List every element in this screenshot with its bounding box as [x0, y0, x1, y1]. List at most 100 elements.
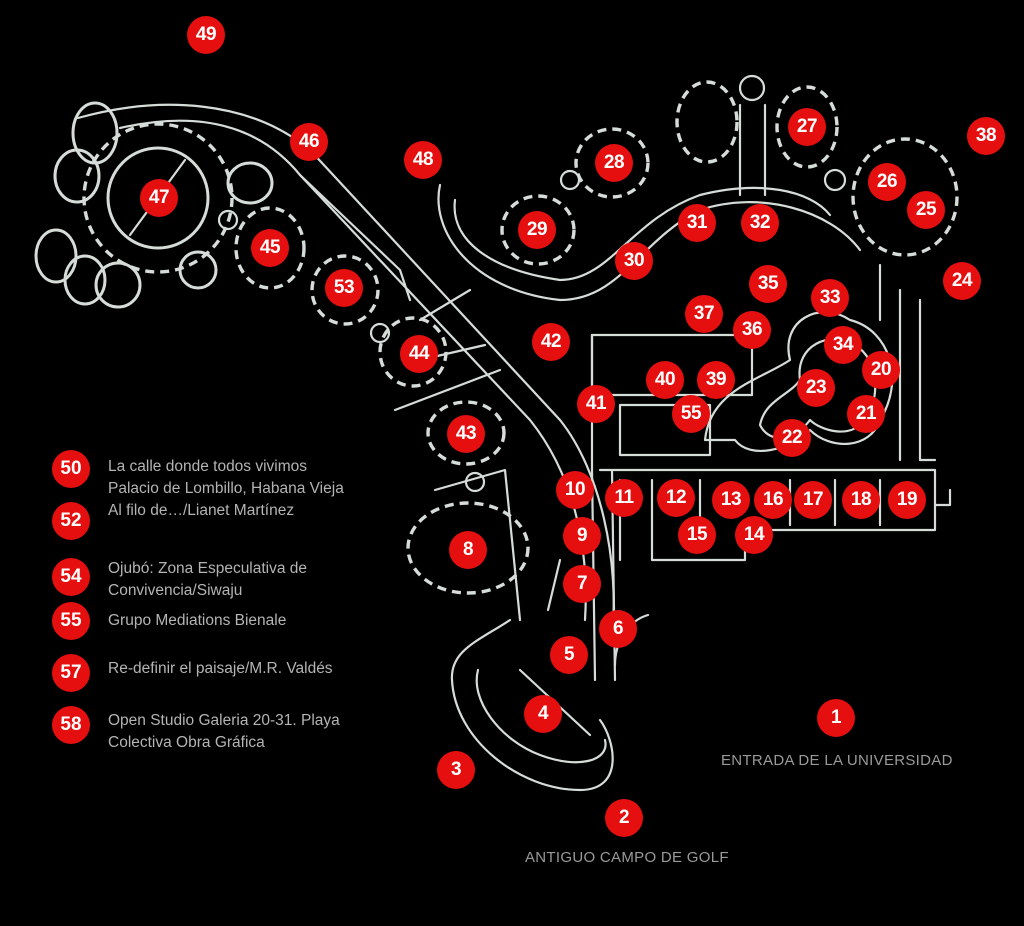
marker-20[interactable]: 20 [862, 351, 900, 389]
north-arc-outer [437, 183, 862, 302]
marker-29[interactable]: 29 [518, 211, 556, 249]
pod [34, 228, 78, 284]
marker-25[interactable]: 25 [907, 191, 945, 229]
marker-18[interactable]: 18 [842, 481, 880, 519]
marker-1[interactable]: 1 [817, 699, 855, 737]
marker-5[interactable]: 5 [550, 636, 588, 674]
pod [675, 80, 739, 164]
marker-34[interactable]: 34 [824, 326, 862, 364]
legend-item-57[interactable]: 57 Re-definir el paisaje/M.R. Valdés [52, 654, 333, 692]
pod [63, 254, 107, 306]
west-corridor-branch [298, 173, 522, 622]
legend-marker: 57 [52, 654, 90, 692]
marker-41[interactable]: 41 [577, 385, 615, 423]
marker-13[interactable]: 13 [712, 481, 750, 519]
ring-47-outer [82, 122, 234, 274]
marker-47[interactable]: 47 [140, 179, 178, 217]
marker-7[interactable]: 7 [563, 565, 601, 603]
pod-27 [775, 85, 839, 169]
pod [178, 250, 218, 290]
legend-line: Palacio de Lombillo, Habana Vieja [108, 480, 344, 497]
pod-28 [574, 127, 650, 199]
legend-line: La calle donde todos vivimos [108, 458, 308, 475]
pod-44 [378, 316, 448, 388]
marker-26[interactable]: 26 [868, 163, 906, 201]
marker-46[interactable]: 46 [290, 123, 328, 161]
ring-47-inner [106, 146, 210, 250]
marker-49[interactable]: 49 [187, 16, 225, 54]
marker-12[interactable]: 12 [657, 479, 695, 517]
legend-marker: 54 [52, 558, 90, 596]
marker-44[interactable]: 44 [400, 335, 438, 373]
marker-42[interactable]: 42 [532, 323, 570, 361]
marker-39[interactable]: 39 [697, 361, 735, 399]
marker-17[interactable]: 17 [794, 481, 832, 519]
marker-40[interactable]: 40 [646, 361, 684, 399]
west-corridor-outer [76, 103, 615, 642]
marker-28[interactable]: 28 [595, 144, 633, 182]
marker-9[interactable]: 9 [563, 517, 601, 555]
marker-35[interactable]: 35 [749, 265, 787, 303]
legend-item-52[interactable]: 52 Al filo de…/Lianet Martínez [52, 502, 294, 540]
marker-36[interactable]: 36 [733, 311, 771, 349]
connector [559, 169, 581, 191]
marker-6[interactable]: 6 [599, 610, 637, 648]
entrance-label: ENTRADA DE LA UNIVERSIDAD [721, 752, 953, 769]
legend-item-58[interactable]: 58 Open Studio Galeria 20-31. Playa Cole… [52, 706, 340, 754]
connector [738, 74, 766, 102]
marker-38[interactable]: 38 [967, 117, 1005, 155]
marker-33[interactable]: 33 [811, 279, 849, 317]
pod-43 [426, 400, 506, 466]
pod [94, 261, 142, 309]
marker-16[interactable]: 16 [754, 481, 792, 519]
marker-27[interactable]: 27 [788, 108, 826, 146]
marker-24[interactable]: 24 [943, 262, 981, 300]
legend-item-55[interactable]: 55 Grupo Mediations Bienale [52, 602, 286, 640]
legend-line: Al filo de…/Lianet Martínez [108, 502, 295, 519]
marker-55[interactable]: 55 [672, 395, 710, 433]
marker-22[interactable]: 22 [773, 419, 811, 457]
marker-23[interactable]: 23 [797, 369, 835, 407]
marker-21[interactable]: 21 [847, 395, 885, 433]
marker-31[interactable]: 31 [678, 204, 716, 242]
marker-10[interactable]: 10 [556, 471, 594, 509]
legend-line: Convivencia/Siwaju [108, 582, 243, 599]
marker-11[interactable]: 11 [605, 479, 643, 517]
marker-37[interactable]: 37 [685, 295, 723, 333]
marker-3[interactable]: 3 [437, 751, 475, 789]
legend-text: Open Studio Galeria 20-31. Playa Colecti… [108, 710, 340, 754]
pod [53, 148, 101, 204]
legend-item-50[interactable]: 50 La calle donde todos vivimos Palacio … [52, 450, 344, 500]
legend-marker: 58 [52, 706, 90, 744]
marker-4[interactable]: 4 [524, 695, 562, 733]
marker-30[interactable]: 30 [615, 242, 653, 280]
marker-32[interactable]: 32 [741, 204, 779, 242]
pod [71, 101, 119, 165]
marker-15[interactable]: 15 [678, 516, 716, 554]
marker-8[interactable]: 8 [449, 531, 487, 569]
legend-line: Open Studio Galeria 20-31. Playa [108, 712, 340, 729]
south-foot-outer [450, 618, 614, 792]
legend-line: Ojubó: Zona Especulativa de [108, 560, 308, 577]
pod-8 [406, 501, 530, 595]
legend-text: Ojubó: Zona Especulativa de Convivencia/… [108, 558, 307, 602]
legend-text: Re-definir el paisaje/M.R. Valdés [108, 658, 333, 680]
pod-29 [500, 194, 576, 266]
pod-53 [310, 254, 380, 326]
legend-line: Re-definir el paisaje/M.R. Valdés [108, 660, 333, 677]
marker-43[interactable]: 43 [447, 415, 485, 453]
connector [369, 322, 391, 344]
marker-53[interactable]: 53 [325, 269, 363, 307]
marker-19[interactable]: 19 [888, 481, 926, 519]
marker-2[interactable]: 2 [605, 799, 643, 837]
marker-14[interactable]: 14 [735, 516, 773, 554]
legend-line: Grupo Mediations Bienale [108, 612, 287, 629]
pod-26 [851, 137, 959, 257]
golf-label: ANTIGUO CAMPO DE GOLF [525, 849, 729, 866]
marker-45[interactable]: 45 [251, 229, 289, 267]
pod [226, 161, 274, 205]
building-outline [590, 333, 952, 682]
marker-48[interactable]: 48 [404, 141, 442, 179]
legend-item-54[interactable]: 54 Ojubó: Zona Especulativa de Convivenc… [52, 558, 307, 602]
legend-line: Colectiva Obra Gráfica [108, 734, 265, 751]
